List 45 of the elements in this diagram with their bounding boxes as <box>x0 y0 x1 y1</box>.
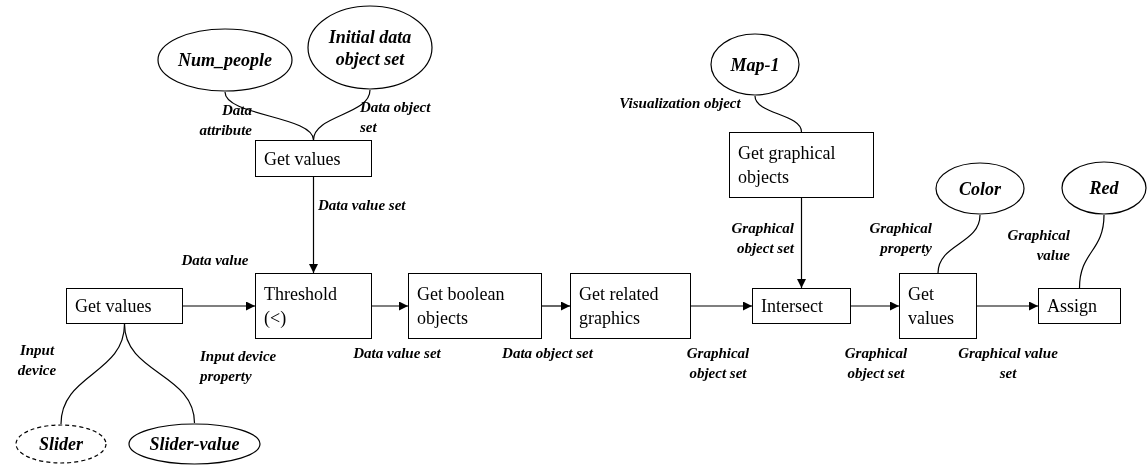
edge-label: Graphical object set <box>730 219 794 258</box>
ellipse-node: Initial data object set <box>307 5 433 90</box>
arrow <box>850 301 900 311</box>
arrow <box>182 301 256 311</box>
edge-label: Data value set <box>352 344 442 363</box>
connector-line <box>754 95 803 133</box>
edge-label: Visualization object <box>618 94 742 113</box>
arrow <box>309 176 318 274</box>
arrow <box>797 197 806 289</box>
edge-label: Graphical value set <box>958 344 1058 383</box>
process-box: Intersect <box>752 288 851 324</box>
arrow <box>690 301 753 311</box>
ellipse-node: Color <box>935 162 1025 215</box>
edge-label: Data attribute <box>198 101 252 140</box>
ellipse-node: Num_people <box>157 28 293 92</box>
process-box: Threshold (<) <box>255 273 372 339</box>
edge-label: Data object set <box>360 98 432 137</box>
arrow <box>371 301 409 311</box>
process-box: Get related graphics <box>570 273 691 339</box>
process-box: Get values <box>66 288 183 324</box>
edge-label: Data value set <box>318 196 407 215</box>
connector-line <box>937 214 981 274</box>
edge-label: Data object set <box>501 344 595 363</box>
ellipse-node: Slider-value <box>128 423 261 465</box>
connector-line <box>1078 214 1105 289</box>
ellipse-node: Map-1 <box>710 33 800 96</box>
edge-label: Graphical value <box>1006 226 1070 265</box>
process-box: Get boolean objects <box>408 273 542 339</box>
edge-label: Graphical object set <box>843 344 909 383</box>
connector-line <box>312 89 371 141</box>
edge-label: Graphical property <box>868 219 932 258</box>
process-box: Get graphical objects <box>729 132 874 198</box>
edge-label: Graphical object set <box>685 344 751 383</box>
arrow <box>541 301 571 311</box>
edge-label: Input device <box>16 341 58 380</box>
process-box: Assign <box>1038 288 1121 324</box>
ellipse-node: Slider <box>15 424 107 464</box>
arrow <box>976 301 1039 311</box>
connector-line <box>224 91 315 141</box>
process-box: Get values <box>255 140 372 177</box>
edge-label: Input device property <box>200 347 278 386</box>
connector-line <box>123 323 196 424</box>
edge-label: Data value <box>180 251 250 270</box>
process-box: Get values <box>899 273 977 339</box>
ellipse-node: Red <box>1061 161 1147 215</box>
